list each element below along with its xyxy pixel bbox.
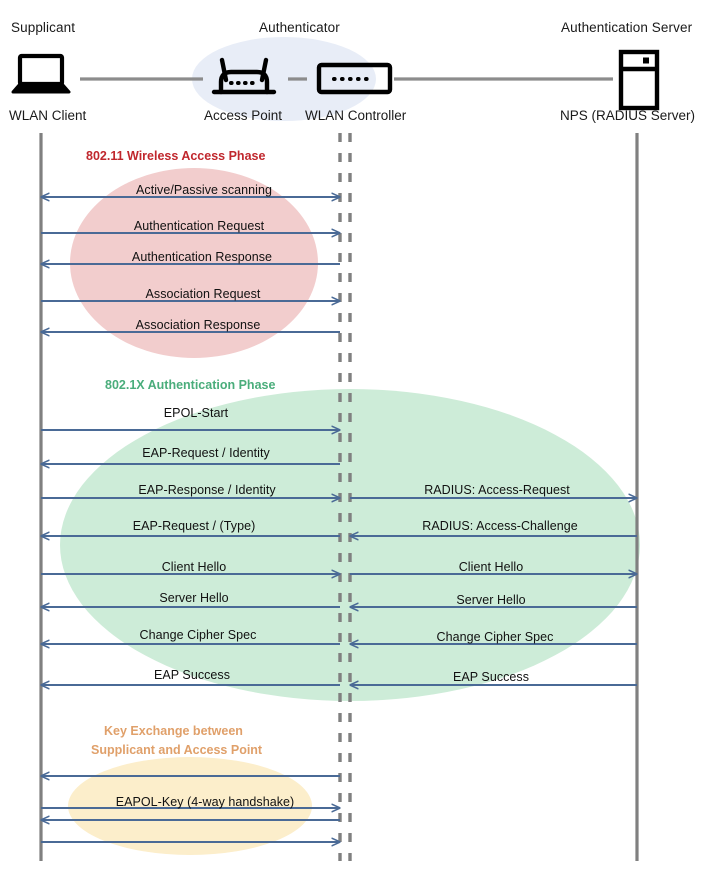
- message-label-eap-request-type: EAP-Request / (Type): [132, 519, 256, 533]
- message-label-association-request: Association Request: [145, 287, 261, 301]
- message-label-eap-response-identity: EAP-Response / Identity: [138, 483, 276, 497]
- message-label-change-cipher-spec-right: Change Cipher Spec: [436, 630, 554, 644]
- phase-ellipse-key-exchange: [68, 757, 312, 855]
- message-label-client-hello-left: Client Hello: [161, 560, 227, 574]
- phase-ellipse-wireless-access: [70, 168, 318, 358]
- wireless-router-icon: [211, 57, 277, 95]
- phase-label-dot1x: 802.1X Authentication Phase: [105, 378, 276, 392]
- message-label-server-hello-left: Server Hello: [159, 591, 229, 605]
- message-label-change-cipher-spec-left: Change Cipher Spec: [139, 628, 257, 642]
- message-label-server-hello-right: Server Hello: [456, 593, 526, 607]
- message-label-association-response: Association Response: [135, 318, 261, 332]
- role-label-supplicant: Supplicant: [11, 20, 76, 35]
- laptop-icon: [11, 53, 71, 94]
- node-label-wlan-client: WLAN Client: [9, 108, 87, 123]
- phase-ellipse-dot1x: [60, 389, 640, 701]
- phase-label-key-exchange-line2: Supplicant and Access Point: [91, 743, 263, 757]
- message-label-authentication-response: Authentication Response: [131, 250, 273, 264]
- phase-label-wireless-access: 802.11 Wireless Access Phase: [86, 149, 266, 163]
- message-label-radius-access-challenge: RADIUS: Access-Challenge: [422, 519, 578, 533]
- message-label-eap-success-right: EAP Success: [452, 670, 530, 684]
- message-label-eap-request-identity: EAP-Request / Identity: [142, 446, 270, 460]
- network-switch-icon: [316, 62, 393, 95]
- role-label-authentication-server: Authentication Server: [561, 20, 693, 35]
- message-label-eapol-start: EPOL-Start: [163, 406, 229, 420]
- message-label-eapol-key: EAPOL-Key (4-way handshake): [115, 795, 295, 809]
- message-label-radius-access-request: RADIUS: Access-Request: [424, 483, 570, 497]
- message-label-eap-success-left: EAP Success: [153, 668, 231, 682]
- role-label-authenticator: Authenticator: [259, 20, 340, 35]
- message-label-active-passive-scanning: Active/Passive scanning: [136, 183, 272, 197]
- node-label-wlan-controller: WLAN Controller: [305, 108, 407, 123]
- server-rack-icon: [618, 49, 660, 111]
- node-label-nps-radius-server: NPS (RADIUS Server): [560, 108, 696, 123]
- message-label-authentication-request: Authentication Request: [133, 219, 265, 233]
- node-label-access-point: Access Point: [204, 108, 283, 123]
- message-label-client-hello-right: Client Hello: [458, 560, 524, 574]
- phase-label-key-exchange-line1: Key Exchange between: [104, 724, 243, 738]
- authenticator-group-ellipse: [192, 37, 376, 121]
